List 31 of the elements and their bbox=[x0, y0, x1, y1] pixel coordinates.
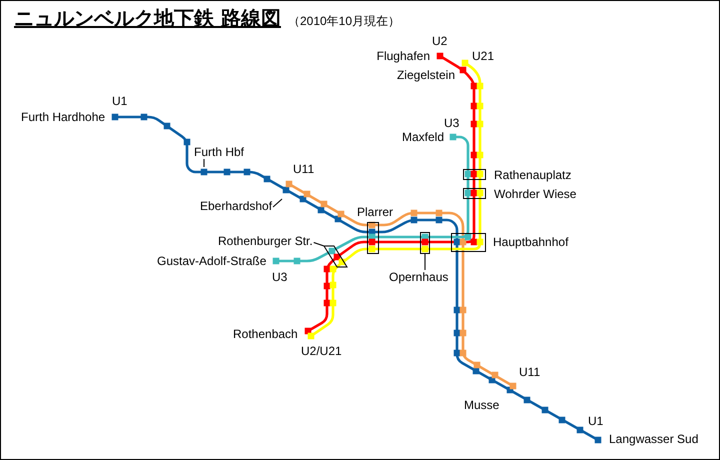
station-name: Opernhaus bbox=[389, 270, 448, 284]
line-label: U1 bbox=[112, 94, 128, 108]
station-name: Eberhardshof bbox=[200, 199, 272, 213]
station-name: Flughafen bbox=[376, 49, 430, 63]
leader-line bbox=[313, 242, 324, 246]
title: ニュルンベルク地下鉄 路線図 bbox=[14, 5, 281, 31]
station-name: Maxfeld bbox=[402, 130, 444, 144]
station-name: Rathenauplatz bbox=[494, 168, 572, 182]
line-label: U11 bbox=[293, 162, 314, 176]
station-name: Rothenburger Str. bbox=[218, 234, 313, 248]
station-name: Langwasser Sud bbox=[609, 432, 698, 446]
leader-line bbox=[424, 254, 426, 270]
station-name: Hauptbahnhof bbox=[493, 235, 568, 249]
line-label: U21 bbox=[472, 49, 494, 63]
station-name: Gustav-Adolf-Straße bbox=[157, 254, 266, 268]
station-name: Furth Hardhohe bbox=[21, 110, 106, 124]
leader-line bbox=[272, 198, 282, 208]
date-note: （2010年10月現在） bbox=[288, 13, 400, 29]
line-label: U3 bbox=[444, 116, 460, 130]
line-label: U2 bbox=[432, 34, 448, 48]
station-name: Rothenbach bbox=[233, 327, 298, 341]
station-name: Wohrder Wiese bbox=[494, 187, 576, 201]
station-name: Plarrer bbox=[357, 205, 394, 219]
line-label: U3 bbox=[272, 270, 288, 284]
station-name: Furth Hbf bbox=[194, 145, 244, 159]
line-label: U1 bbox=[588, 414, 604, 428]
station-name: Ziegelstein bbox=[396, 68, 455, 82]
line-label: U11 bbox=[519, 365, 540, 379]
station-name: Musse bbox=[464, 398, 500, 412]
line-label: U2/U21 bbox=[301, 344, 342, 358]
interchange-box bbox=[420, 232, 430, 254]
